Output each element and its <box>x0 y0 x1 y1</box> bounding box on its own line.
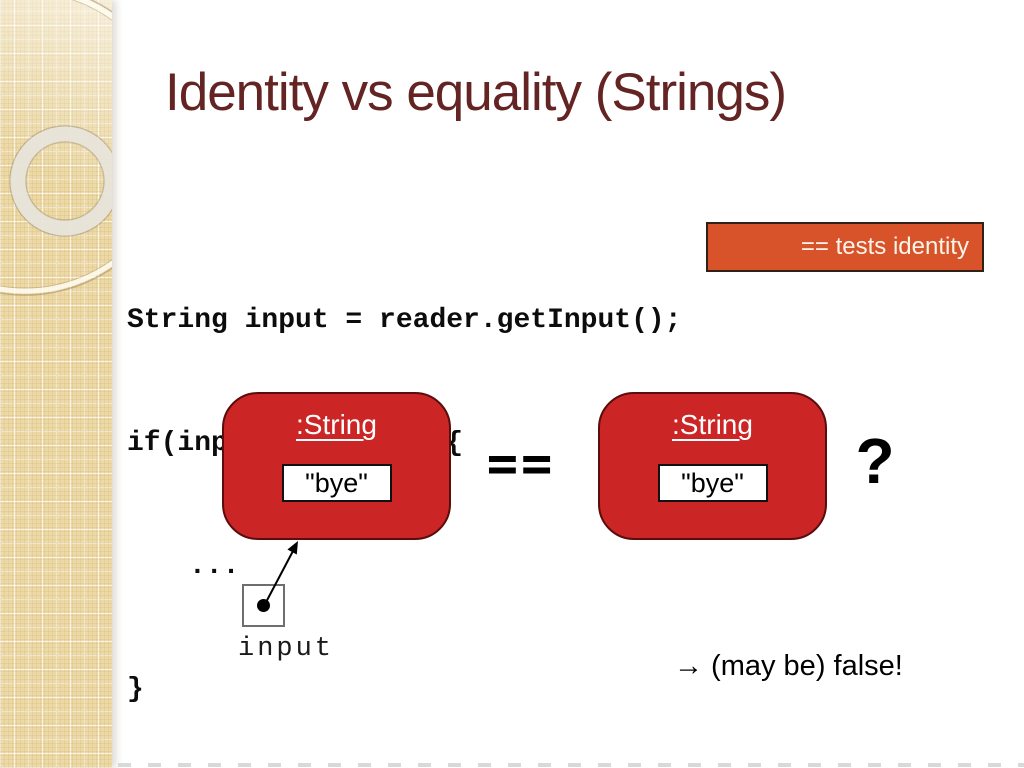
conclusion-text: → (may be) false! <box>674 650 903 682</box>
theme-sidebar <box>0 0 112 768</box>
reference-name-label: input <box>238 634 335 664</box>
reference-arrow <box>263 541 298 607</box>
object-value: "bye" <box>281 464 392 502</box>
equality-operator: == <box>486 434 556 494</box>
bottom-dotted-rule <box>118 763 1024 767</box>
string-object-left: :String "bye" <box>222 392 451 540</box>
question-mark: ? <box>855 425 895 497</box>
object-class-label: :String <box>296 409 377 440</box>
object-class-label: :String <box>672 409 753 440</box>
sidebar-rings-graphic <box>0 0 112 296</box>
code-line-3: ... <box>189 551 240 582</box>
identity-callout: == tests identity <box>706 222 984 272</box>
slide-title: Identity vs equality (Strings) <box>165 63 787 122</box>
string-object-right: :String "bye" <box>598 392 827 540</box>
code-line-4: } <box>127 674 144 705</box>
code-line-1: String input = reader.getInput(); <box>127 305 682 336</box>
object-value: "bye" <box>657 464 768 502</box>
